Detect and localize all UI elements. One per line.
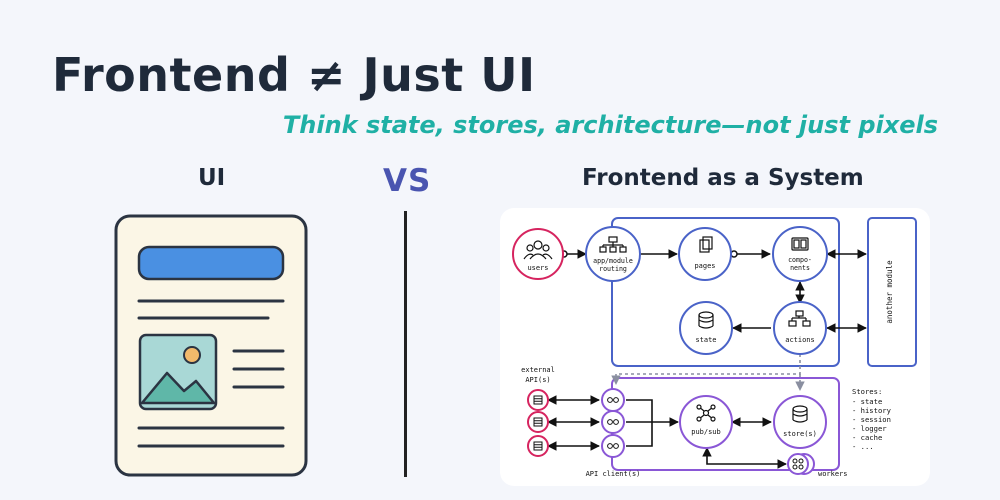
ui-page-illustration <box>112 213 312 485</box>
api-client-node <box>601 434 625 458</box>
api-clients-label: API client(s) <box>586 470 641 478</box>
workers-label: workers <box>818 470 848 478</box>
stores-list-item: - logger <box>852 424 887 433</box>
system-column-label: Frontend as a System <box>582 165 864 191</box>
pages-label: pages <box>694 262 715 270</box>
stores-label: store(s) <box>783 430 817 438</box>
external-api-node <box>527 435 549 457</box>
vs-divider <box>404 211 407 477</box>
stores-list-item: - session <box>852 415 891 424</box>
server-icon <box>533 395 543 405</box>
header-bar-shape <box>137 245 285 281</box>
routing-node: app/module routing <box>585 226 641 282</box>
stores-list-item: - history <box>852 406 892 415</box>
components-label-1: compo- <box>788 256 812 264</box>
system-diagram: another module <box>500 208 930 486</box>
actions-node: actions <box>773 301 827 355</box>
database-icon <box>698 311 714 329</box>
database-icon <box>792 405 808 423</box>
gear-icon <box>607 443 619 449</box>
api-client-node <box>601 388 625 412</box>
page-title: Frontend ≠ Just UI <box>52 48 536 102</box>
pubsub-label: pub/sub <box>691 428 721 436</box>
stores-list-item: - ... <box>852 442 874 451</box>
another-module-label: another module <box>885 260 894 324</box>
users-label: users <box>527 264 548 272</box>
api-client-node <box>601 410 625 434</box>
routing-label-1: app/module <box>593 257 633 265</box>
actions-label: actions <box>785 336 815 344</box>
gear-icon <box>607 397 619 403</box>
components-label-2: nents <box>790 264 810 272</box>
users-icon <box>523 240 553 260</box>
stores-list-item: - cache <box>852 433 882 442</box>
image-icon <box>138 333 218 411</box>
external-label-1: external <box>521 366 555 374</box>
vs-label: VS <box>383 163 432 199</box>
pages-node: pages <box>678 227 732 281</box>
state-label: state <box>695 336 716 344</box>
server-icon <box>533 441 543 451</box>
stores-list-item: - state <box>852 397 882 406</box>
routing-icon <box>599 236 627 253</box>
components-node: compo- nents <box>772 226 828 282</box>
gear-icon <box>607 419 619 425</box>
network-icon <box>696 404 716 422</box>
components-icon <box>791 237 809 251</box>
pages-icon <box>699 236 713 253</box>
pubsub-node: pub/sub <box>679 395 733 449</box>
server-icon <box>533 417 543 427</box>
external-api-node <box>527 411 549 433</box>
external-api-node <box>527 389 549 411</box>
app-module-container <box>611 217 840 367</box>
stores-list-title: Stores: <box>852 387 882 396</box>
page-subtitle: Think state, stores, architecture—not ju… <box>282 111 938 139</box>
stores-node: store(s) <box>773 395 827 449</box>
ui-column-label: UI <box>198 165 226 191</box>
another-module-box <box>867 217 917 367</box>
users-node: users <box>512 228 564 280</box>
flow-icon <box>788 310 811 327</box>
routing-label-2: routing <box>599 265 627 273</box>
workers-node <box>787 453 815 475</box>
worker-icon <box>792 458 804 470</box>
external-label-2: API(s) <box>525 376 550 384</box>
state-node: state <box>679 301 733 355</box>
